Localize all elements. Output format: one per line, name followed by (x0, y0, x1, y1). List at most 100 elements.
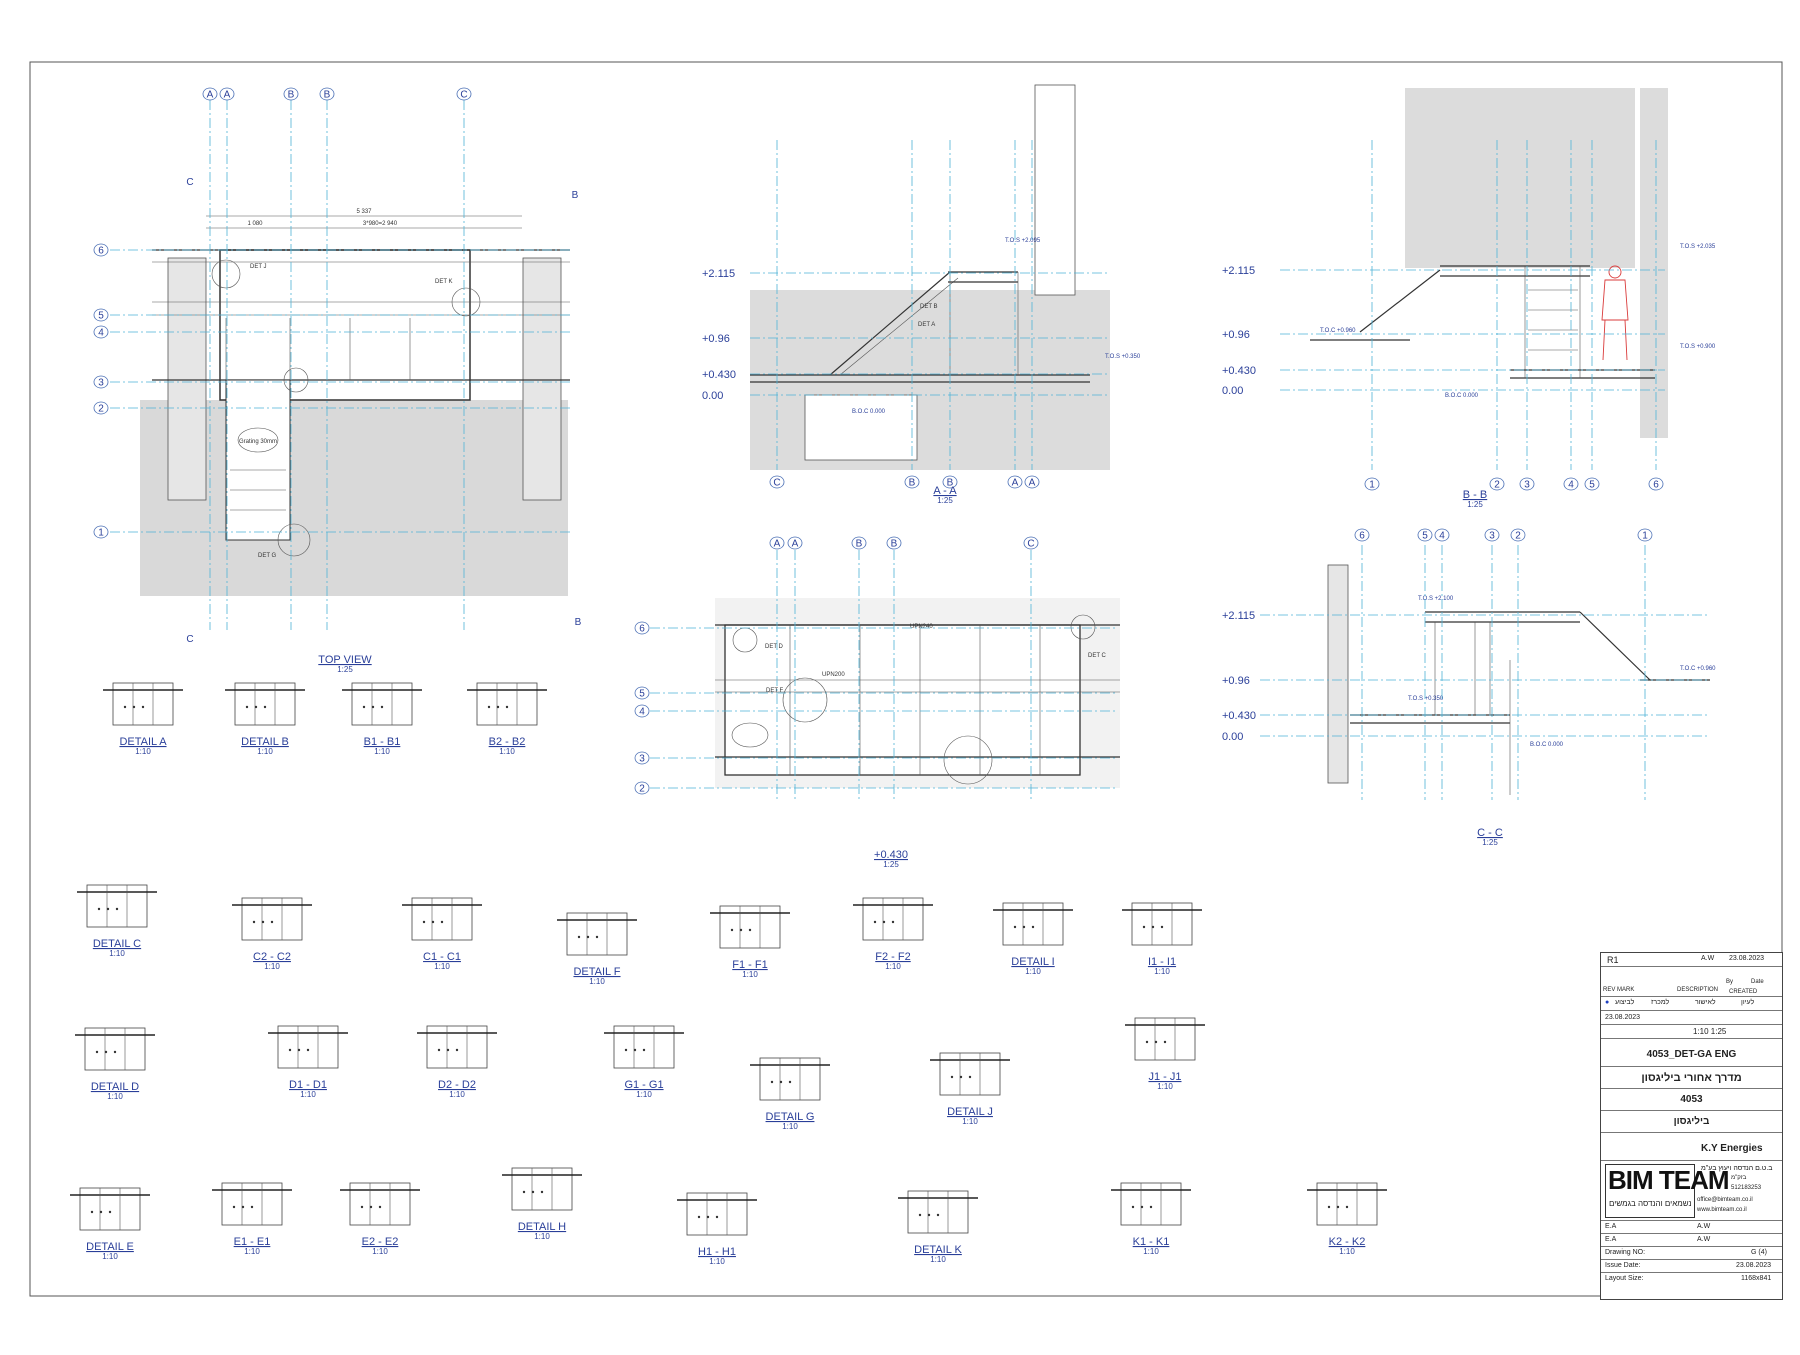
svg-text:3: 3 (1489, 531, 1495, 542)
svg-text:A: A (774, 539, 781, 550)
svg-text:4: 4 (639, 707, 645, 718)
svg-text:B.O.C 0.000: B.O.C 0.000 (1445, 393, 1479, 399)
detail-e-scale: 1:10 (102, 1252, 118, 1261)
svg-text:4: 4 (1439, 531, 1445, 542)
d1-d1-title: D1 - D1 (289, 1079, 327, 1091)
svg-text:4: 4 (1568, 480, 1574, 491)
svg-text:6: 6 (98, 246, 104, 257)
top-row-5: 5 (93, 308, 109, 322)
status-opt-1[interactable]: לביצוע (1615, 999, 1635, 1006)
cc-col-3: 4 (1434, 528, 1450, 542)
cc-col-6: 1 (1637, 528, 1653, 542)
status-radio-selected[interactable]: ● (1605, 999, 1610, 1006)
status-opt-3[interactable]: לאישור (1695, 999, 1716, 1006)
svg-text:B: B (288, 90, 295, 101)
c1-c1: C1 - C11:10 (402, 897, 482, 971)
detail-i-scale: 1:10 (1025, 967, 1041, 976)
svg-text:A: A (224, 90, 231, 101)
bb-level-2: +0.96 (1222, 329, 1250, 341)
project-number: 4053 (1680, 1094, 1703, 1105)
p2-col-4: B (886, 536, 902, 550)
b1-b1: B1 - B11:10 (342, 682, 422, 756)
p2-col-2: A (787, 536, 803, 550)
b2-b2: B2 - B21:10 (467, 682, 547, 756)
b2-b2-scale: 1:10 (499, 747, 515, 756)
svg-text:T.O.C +0.960: T.O.C +0.960 (1680, 666, 1716, 672)
detail-f: DETAIL F1:10 (557, 912, 637, 986)
detail-j-scale: 1:10 (962, 1117, 978, 1126)
detail-c-title: DETAIL C (93, 938, 141, 950)
p2-row-4: 4 (634, 704, 650, 718)
det-f-label: DET F (766, 688, 784, 694)
detail-g-title: DETAIL G (766, 1111, 815, 1123)
aa-tos-2095: T.O.S +2.095 (1005, 238, 1041, 244)
detail-a-title: DETAIL A (119, 736, 167, 748)
aa-col-5: A (1024, 475, 1040, 489)
e2-e2-title: E2 - E2 (362, 1236, 399, 1248)
p2-row-3: 3 (634, 751, 650, 765)
top-row-4: 4 (93, 325, 109, 339)
detail-f-title: DETAIL F (573, 966, 620, 978)
cc-col-4: 3 (1484, 528, 1500, 542)
layout-size: 1168x841 (1741, 1275, 1772, 1282)
i1-i1-title: I1 - I1 (1148, 956, 1176, 968)
k1-k1-title: K1 - K1 (1133, 1236, 1170, 1248)
svg-text:DET B: DET B (920, 304, 938, 310)
description-header: DESCRIPTION (1677, 987, 1719, 993)
drawing-no: G (4) (1751, 1249, 1767, 1256)
company-id: 512183253 (1731, 1185, 1762, 1191)
svg-text:C: C (186, 634, 193, 645)
detail-a: DETAIL A1:10 (103, 682, 183, 756)
company-web[interactable]: www.bimteam.co.il (1697, 1207, 1747, 1213)
detail-k-title: DETAIL K (914, 1244, 962, 1256)
svg-text:6: 6 (1653, 480, 1659, 491)
aa-col-3: B (942, 475, 958, 489)
detail-g-scale: 1:10 (782, 1122, 798, 1131)
h1-h1-scale: 1:10 (709, 1257, 725, 1266)
section-aa: T.O.S +2.095 T.O.S +0.350 B.O.C 0.000 DE… (702, 84, 1141, 505)
aa-col-4: A (1007, 475, 1023, 489)
f2-f2-title: F2 - F2 (875, 951, 910, 963)
top-row-2: 2 (93, 401, 109, 415)
detail-b-title: DETAIL B (241, 736, 289, 748)
bb-title: B - B (1463, 489, 1487, 501)
top-view: Grating 30mm DET J DET K DET G 5 337 1 0… (93, 87, 582, 674)
client-name: K.Y Energies (1701, 1143, 1763, 1154)
section-bb: T.O.S +2.035 T.O.C +0.960 T.O.S +0.900 B… (1222, 88, 1716, 509)
status-opt-4[interactable]: לעיון (1741, 999, 1755, 1006)
svg-text:2: 2 (1494, 480, 1500, 491)
status-opt-2[interactable]: למכרז (1651, 999, 1670, 1006)
detail-b-scale: 1:10 (257, 747, 273, 756)
upn200-label: UPN200 (822, 672, 845, 678)
det-k-label: DET K (435, 279, 453, 285)
aa-col-2: B (904, 475, 920, 489)
aa-level-3: +0.430 (702, 369, 736, 381)
svg-text:B: B (575, 617, 582, 628)
company-email[interactable]: office@bimteam.co.il (1697, 1197, 1753, 1203)
issue-date-label: Issue Date: (1605, 1262, 1641, 1269)
created-header: CREATED (1729, 989, 1758, 995)
svg-text:T.O.S +0.350: T.O.S +0.350 (1408, 696, 1444, 702)
svg-text:C: C (773, 478, 780, 489)
k2-k2-scale: 1:10 (1339, 1247, 1355, 1256)
det-d-label: DET D (765, 644, 784, 650)
svg-text:A: A (1012, 478, 1019, 489)
h1-h1-title: H1 - H1 (698, 1246, 736, 1258)
cc-title: C - C (1477, 827, 1503, 839)
p2-col-5: C (1023, 536, 1039, 550)
scale-row: 1:10 1:25 (1693, 1027, 1727, 1036)
lvl-0430-title: +0.430 (874, 849, 908, 861)
cc-tos-2100: T.O.S +2.100 (1418, 596, 1454, 602)
detail-i: DETAIL I1:10 (993, 902, 1073, 976)
lvl-0430-scale: 1:25 (883, 860, 899, 869)
company-sub: בזק"מ (1731, 1175, 1747, 1181)
detail-c: DETAIL C1:10 (77, 884, 157, 958)
cc-scale: 1:25 (1482, 838, 1498, 847)
c1-c1-title: C1 - C1 (423, 951, 461, 963)
grating-label: Grating 30mm (239, 439, 277, 445)
e2-e2: E2 - E21:10 (340, 1182, 420, 1256)
k2-k2-title: K2 - K2 (1329, 1236, 1366, 1248)
det-j-label: DET J (250, 264, 267, 270)
detail-g: DETAIL G1:10 (750, 1057, 830, 1131)
